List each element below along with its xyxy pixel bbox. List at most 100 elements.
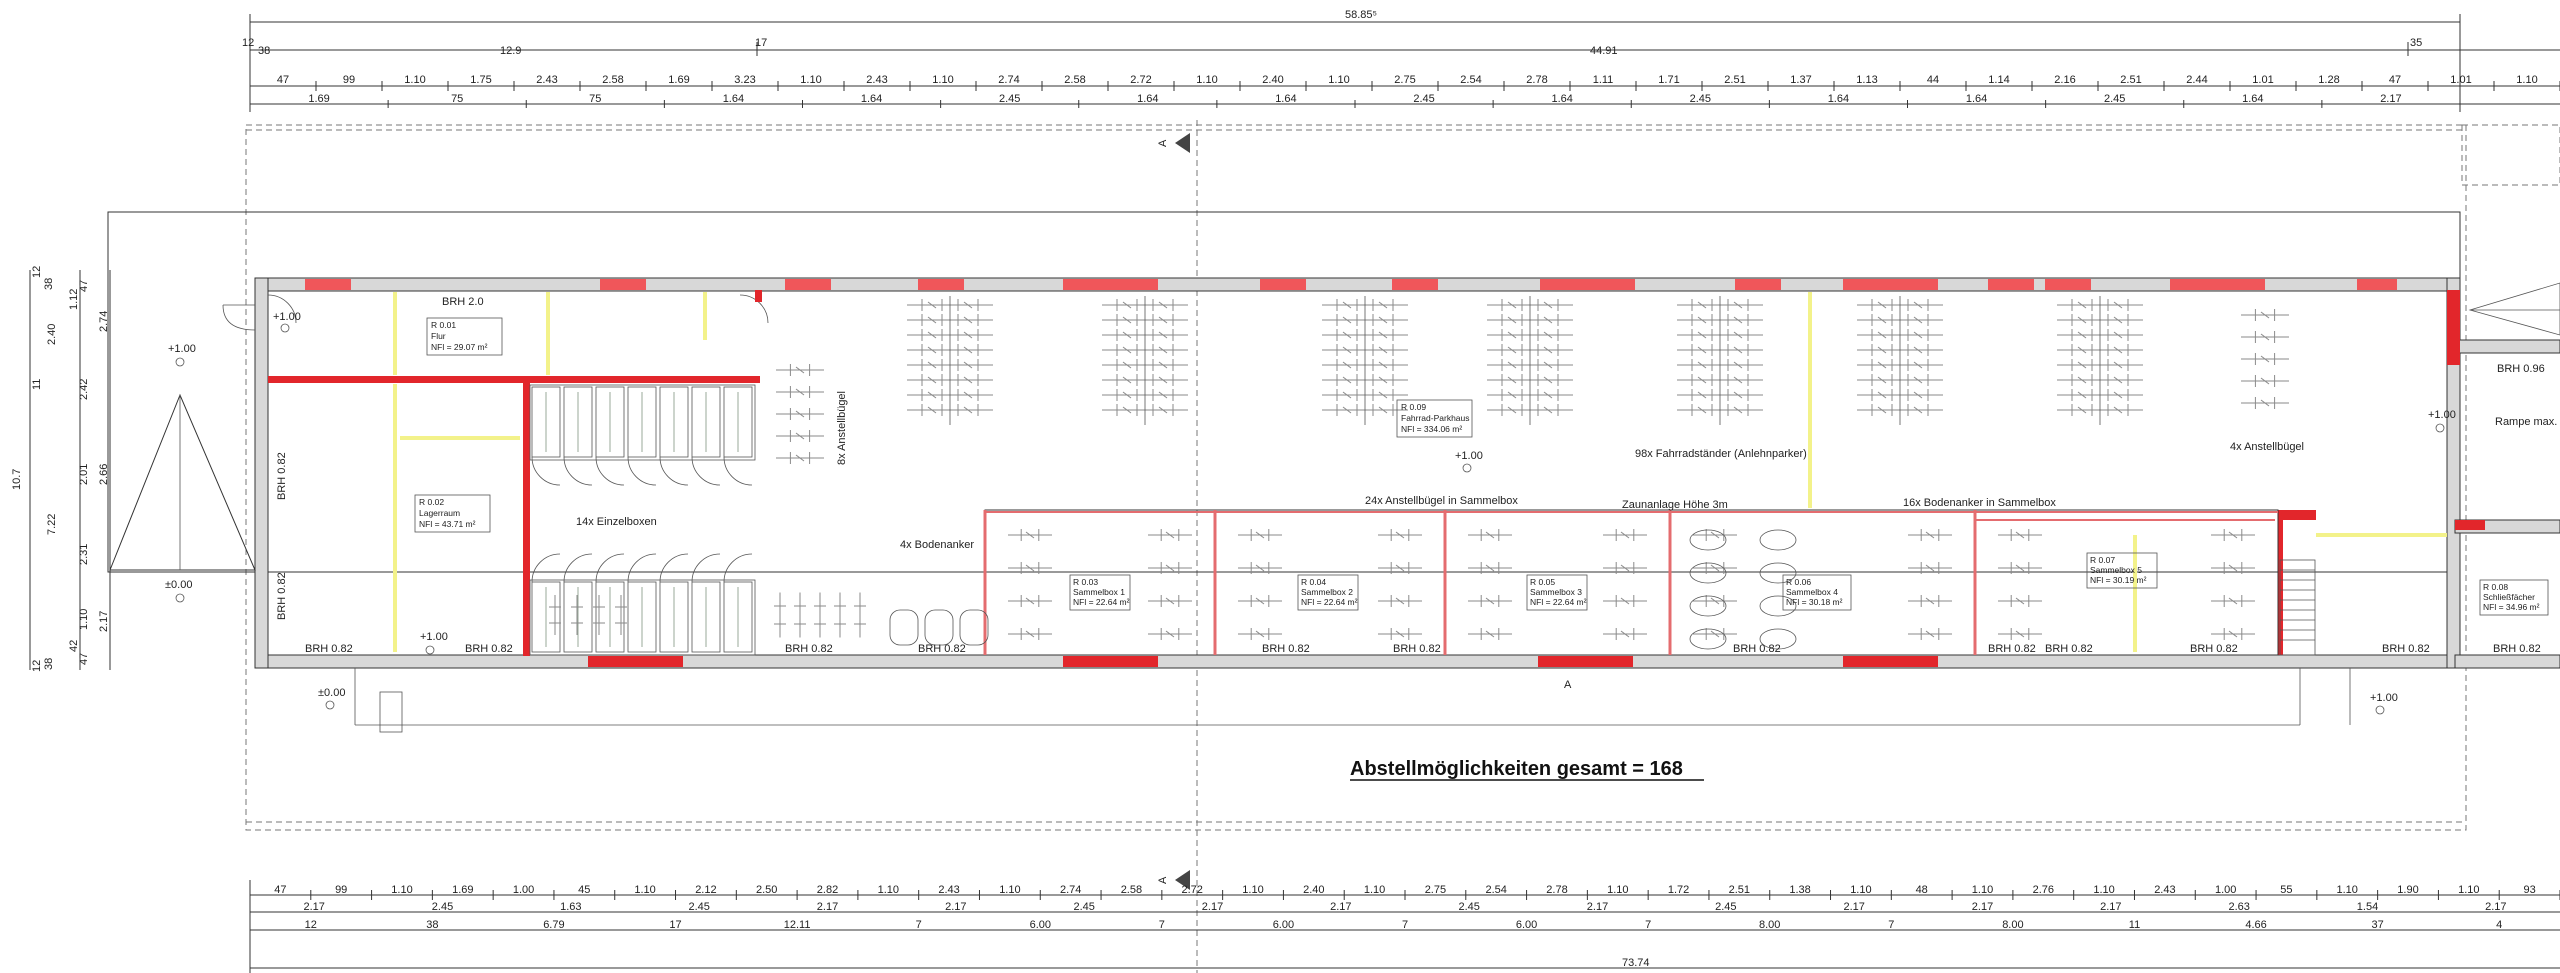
dim-bottom-row2-label: 2.45 [1715,901,1736,913]
door-swing [739,294,769,324]
dim-bottom-row3-label: 6.00 [1516,919,1537,931]
dim-bottom-row2-label: 2.45 [1073,901,1094,913]
bicycle [2241,375,2289,387]
dim-bottom-row3-label: 7 [1645,919,1651,931]
room-id: R 0.02 [419,497,444,507]
dim-bottom-row1-label: 1.69 [452,884,473,896]
label-anstellbuegel-4: 4x Anstellbügel [2230,441,2304,453]
bicycle [1148,595,1192,607]
bicycle [943,389,993,401]
bicycle [1908,562,1952,574]
dim-bottom-row1-label: 1.10 [878,884,899,896]
bicycle [1138,314,1188,326]
dim-bottom-row2-label: 2.17 [303,901,324,913]
bodenanker [1759,628,1797,650]
bicycle [2093,374,2143,386]
room-name: Schließfächer [2483,592,2535,602]
window-segment [305,279,351,290]
dim-top-row1-label: 1.37 [1790,74,1811,86]
brh-label: BRH 0.82 [305,643,353,655]
dim-left-3: 47 [78,280,90,292]
bicycle [943,344,993,356]
dim-bottom-row2-label: 2.45 [432,901,453,913]
dim-bottom-row3-label: 6.79 [543,919,564,931]
dim-top-row1-label: 1.10 [1328,74,1349,86]
bicycle [1378,595,1422,607]
dim-top-row1-label: 2.43 [536,74,557,86]
brh-label: BRH 0.82 [2382,643,2430,655]
level-label: ±0.00 [165,579,192,591]
dim-top-row2-label: 2.17 [2380,93,2401,105]
einzelbox-cell [595,386,625,458]
dim-bottom-row1-label: 93 [2523,884,2535,896]
einzelbox-door [595,553,625,583]
bicycle [1713,404,1763,416]
level-marker: ±0.00 [165,579,192,603]
dim-bottom-row1-label: 2.58 [1121,884,1142,896]
window-segment [1540,279,1635,290]
window-segment [1063,656,1158,667]
dim-bottom-row1-label: 1.10 [2336,884,2357,896]
dim-top-row2-label: 1.69 [308,93,329,105]
bicycle [1138,329,1188,341]
dim-top-row1-label: 2.43 [866,74,887,86]
bicycle [615,595,627,635]
dim-bottom-row1-label: 1.10 [391,884,412,896]
brh-label: BRH 0.82 [918,643,966,655]
dim-top-row1-label: 2.58 [602,74,623,86]
bicycle [1148,628,1192,640]
dim-bottom-total: 73.74 [1622,957,1650,969]
bicycle [2241,397,2289,409]
top-dimension-chains [249,14,2560,112]
dim-bottom-row2-label: 2.45 [688,901,709,913]
einzelbox-cell [627,386,657,458]
dim-bottom-row1-label: 55 [2280,884,2292,896]
top-dim-ticks-row1 [249,81,2560,91]
room-label-r007: R 0.07 Sammelbox 5 NFl = 30.19 m² [2086,552,2158,589]
dim-left-13: 2.31 [78,544,90,565]
window-segment [1392,279,1438,290]
dim-bottom-row2-label: 2.17 [1330,901,1351,913]
brh-label: BRH 2.0 [442,296,484,308]
dim-top-total: 58.85⁵ [1345,9,1377,21]
window-segment [1260,279,1306,290]
label-fahrradstaender: 98x Fahrradständer (Anlehnparker) [1635,448,1807,460]
bicycle [1693,628,1737,640]
level-marker: ±0.00 [318,687,345,710]
bicycle [1468,529,1512,541]
dim-top-row2-label: 1.64 [1828,93,1849,105]
dim-top-row2-label: 1.64 [1137,93,1158,105]
room-name: Sammelbox 3 [1530,587,1582,597]
bodenanker [924,609,954,646]
dim-top-row1-label: 47 [277,74,289,86]
bicycle [1138,404,1188,416]
bicycle [593,595,605,635]
einzelbox-cell [595,581,625,653]
dim-bottom-row1-label: 1.10 [2458,884,2479,896]
room-area: NFl = 334.06 m² [1401,424,1462,434]
einzelboxen-grid [529,384,756,656]
bicycle [1713,389,1763,401]
bicycle [1908,595,1952,607]
window-segment [1063,279,1158,290]
bicycle [1468,595,1512,607]
bicycle [776,430,824,442]
label-bodenanker-4: 4x Bodenanker [900,539,974,551]
bicycle [1378,628,1422,640]
level-label: +1.00 [420,631,448,643]
room-area: NFl = 30.18 m² [1786,597,1843,607]
dim-top-row1-label: 2.75 [1394,74,1415,86]
room-name: Lagerraum [419,508,460,518]
bicycle [1008,628,1052,640]
brh-label: BRH 0.82 [1988,643,2036,655]
dim-top-seg-1: 12 [242,37,254,49]
dim-bottom-row1-label: 1.90 [2397,884,2418,896]
dim-top-row1-label: 2.78 [1526,74,1547,86]
bicycle [814,592,826,638]
bicycle [774,592,786,638]
section-label: A [1157,876,1169,884]
bicycle [1378,562,1422,574]
einzelbox-cell [627,581,657,653]
brh-labels: BRH 2.0 BRH 0.82 BRH 0.82 BRH 0.82 BRH 0… [276,296,2545,655]
bicycle [854,592,866,638]
